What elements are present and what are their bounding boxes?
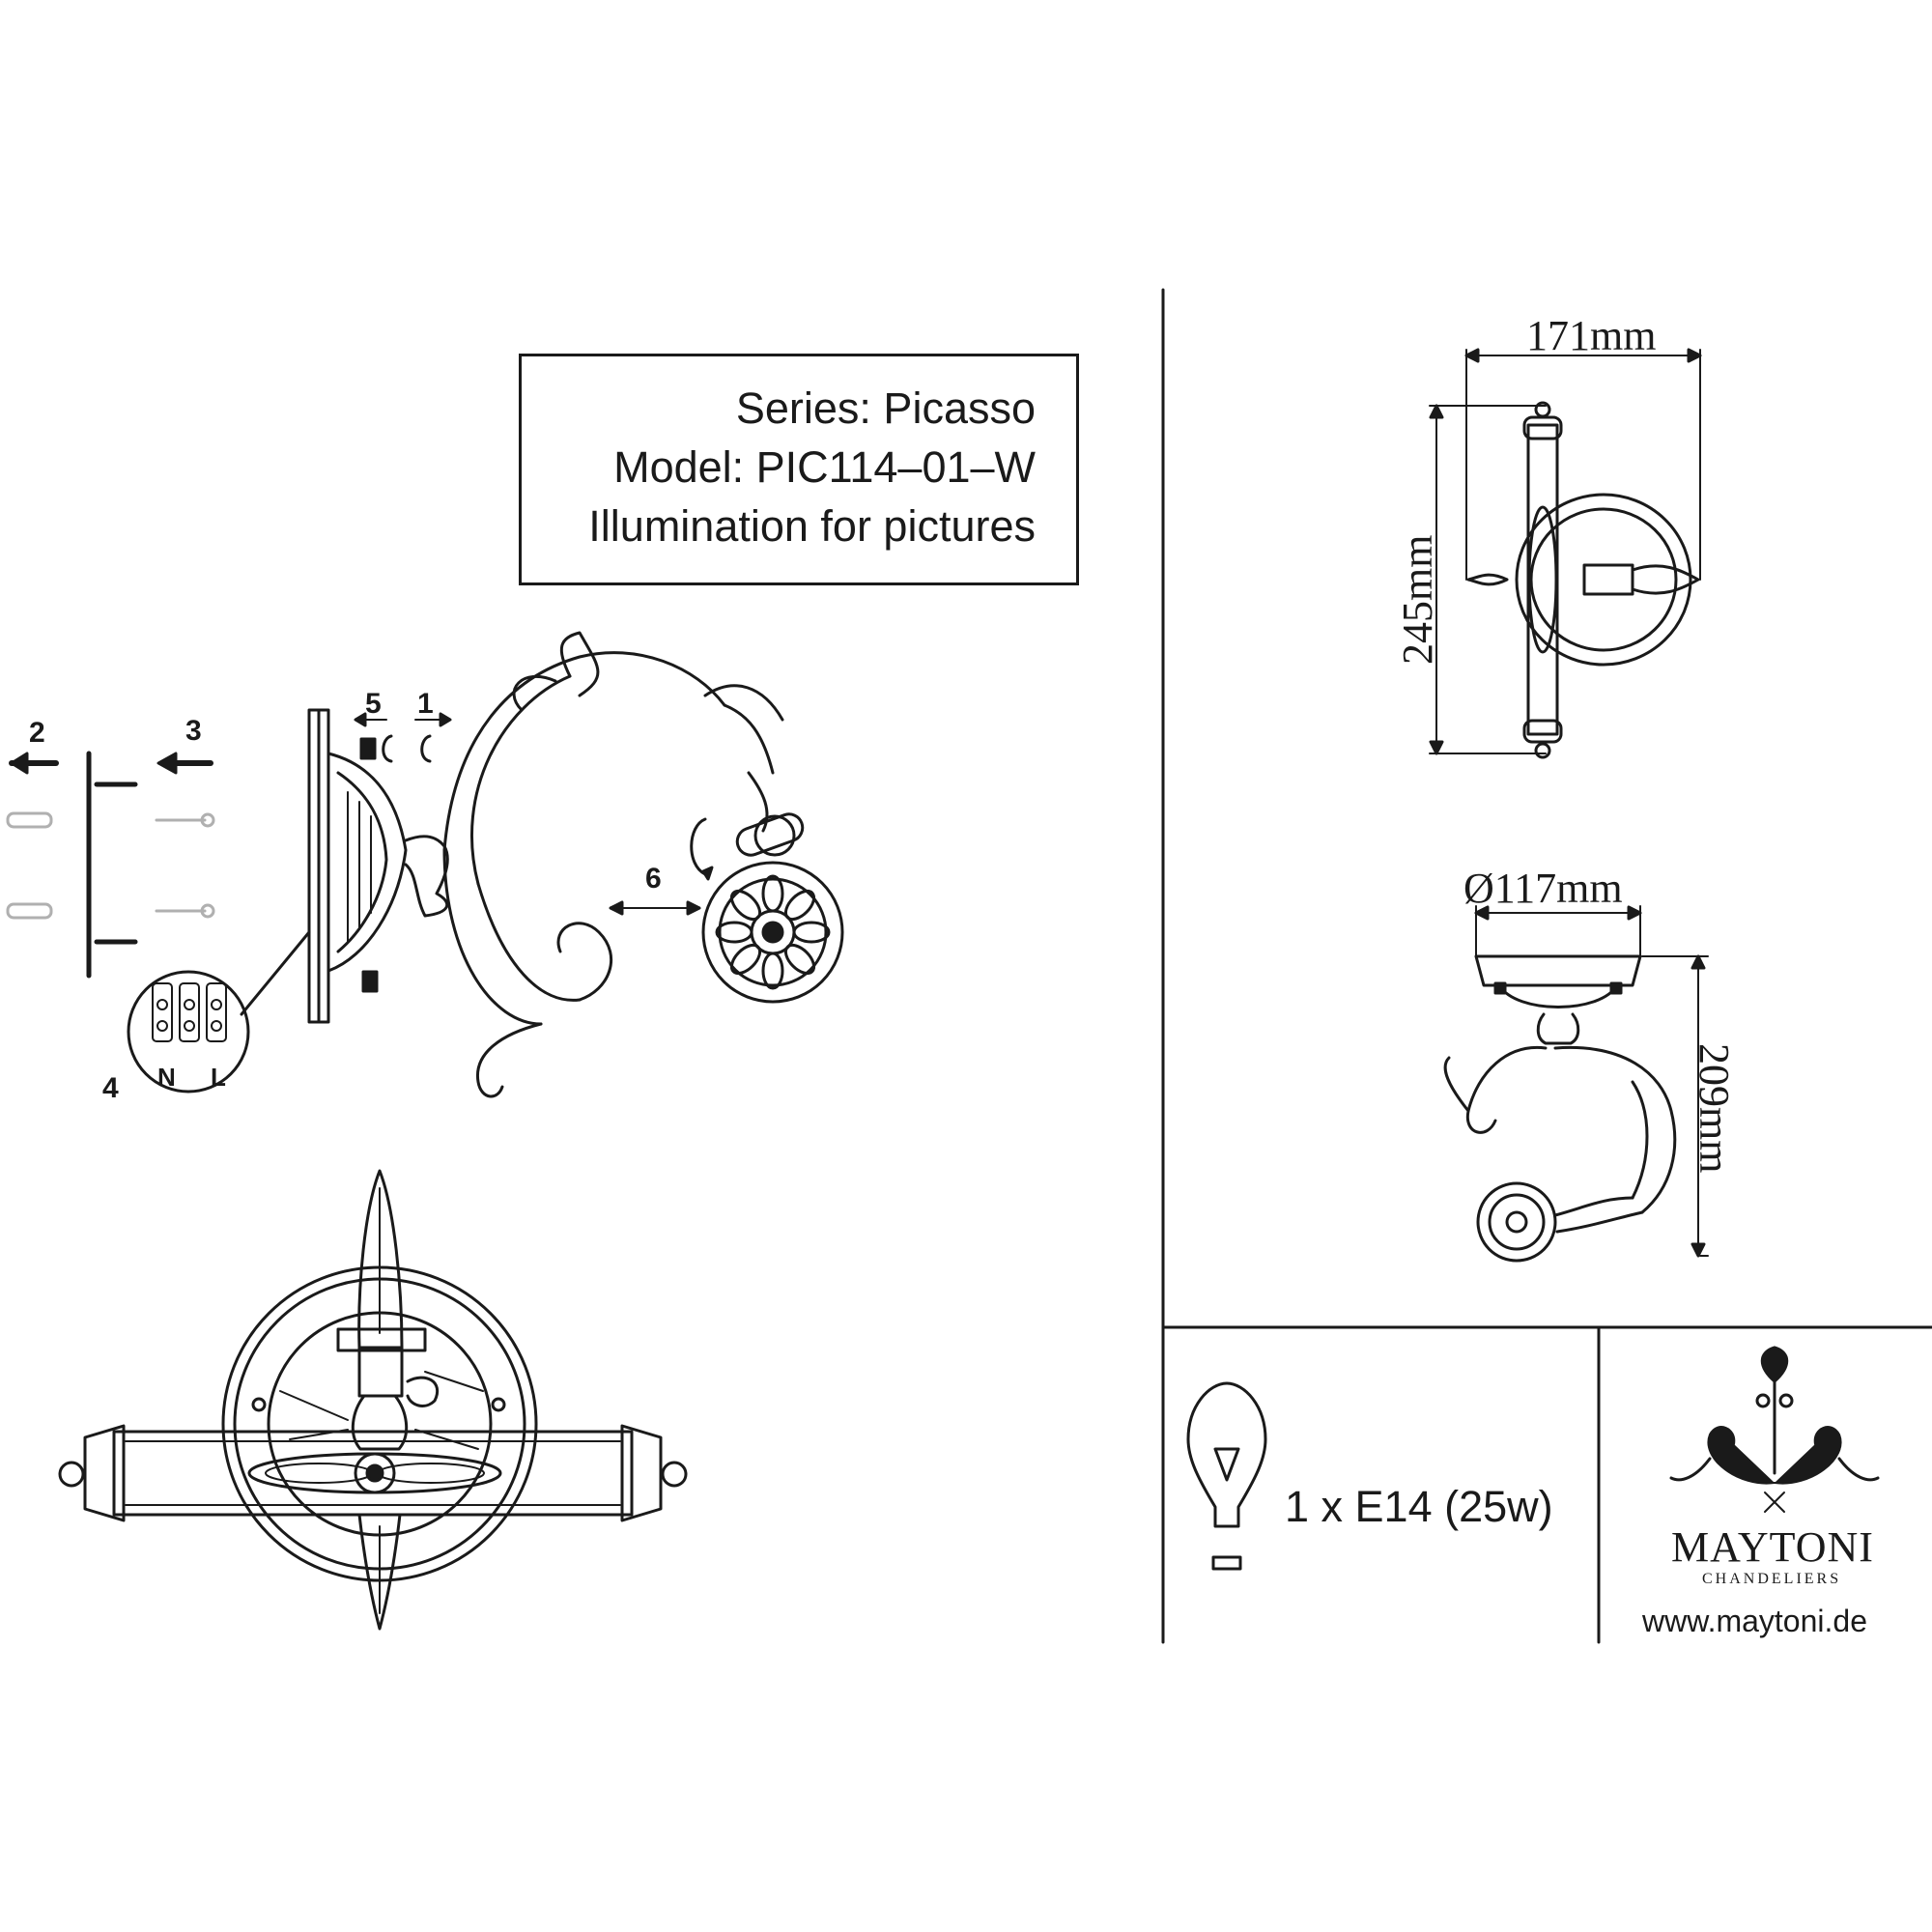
width-dimension: 171mm <box>1526 312 1657 359</box>
brand-website[interactable]: www.maytoni.de <box>1642 1604 1867 1638</box>
brand-name: MAYTONI <box>1671 1523 1874 1571</box>
mounting-bracket <box>86 751 138 979</box>
brand-tagline: CHANDELIERS <box>1702 1571 1842 1587</box>
bulb-spec: 1 x E14 (25w) <box>1285 1482 1553 1531</box>
lamp-arm <box>404 631 805 1098</box>
wall-canopy <box>307 708 408 1024</box>
step-4-number: 4 <box>102 1072 119 1104</box>
base-diameter-dimension: Ø117mm <box>1463 865 1623 912</box>
fleur-ornament-icon <box>1669 1346 1880 1513</box>
wall-plugs <box>6 811 53 920</box>
product-info-box: Series: Picasso Model: PIC114–01–W Illum… <box>519 354 1079 585</box>
screws <box>155 812 215 919</box>
wire-neutral-label: N <box>157 1063 176 1092</box>
arrow-step-2-icon <box>9 752 59 775</box>
dimension-view-base-depth <box>1443 905 1709 1263</box>
front-view <box>58 1169 688 1631</box>
depth-dimension: 209mm <box>1690 1043 1738 1174</box>
model-label: Model: PIC114–01–W <box>613 442 1036 492</box>
arrow-step-3-icon <box>156 752 213 775</box>
step-5-number: 5 <box>365 688 382 720</box>
step-6-number: 6 <box>645 863 662 895</box>
dimension-view-width-height <box>1429 348 1702 759</box>
wire-live-label: L <box>211 1063 226 1092</box>
arrow-step-6-icon <box>609 817 714 916</box>
step-1-number: 1 <box>417 688 434 720</box>
arrow-step-1-icon <box>414 712 452 763</box>
light-bulb-icon <box>1186 1381 1267 1571</box>
series-label: Series: Picasso <box>735 384 1036 433</box>
step-2-number: 2 <box>29 717 45 749</box>
arrow-step-5-icon <box>354 712 393 763</box>
purpose-label: Illumination for pictures <box>588 501 1036 551</box>
height-dimension: 245mm <box>1394 534 1441 665</box>
step-3-number: 3 <box>185 715 202 747</box>
rosette-finial <box>701 861 844 1004</box>
wiring-callout <box>127 930 311 1094</box>
